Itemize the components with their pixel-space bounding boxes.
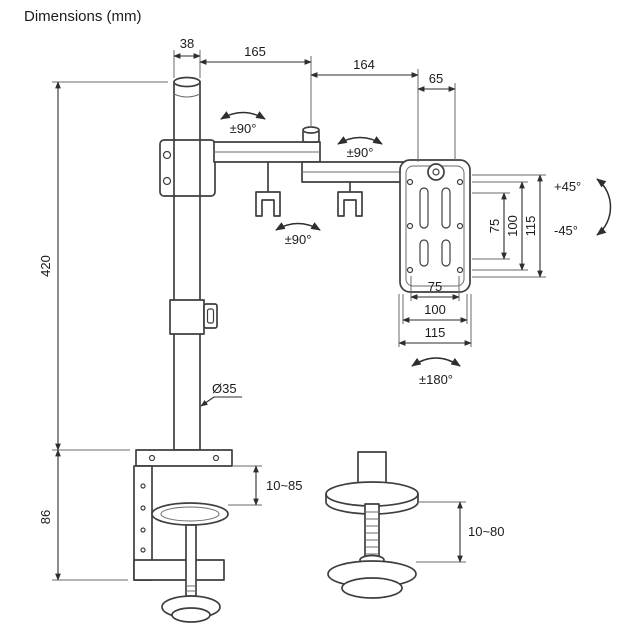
tilt-down-label: -45° (554, 223, 578, 238)
vesa-h75-label: 75 (428, 279, 442, 294)
clamp-pad (151, 502, 229, 526)
dim-pole-width-label: 38 (180, 36, 194, 51)
pole-column (159, 76, 218, 451)
tilt-up-label: +45° (554, 179, 581, 194)
pole-bracket (159, 139, 216, 197)
grommet-mount (325, 451, 419, 599)
cable-clip-front (255, 191, 281, 217)
grommet-flange (325, 481, 419, 507)
dim-clamp-range-label: 10~85 (266, 478, 303, 493)
dim-grommet-range-label: 10~80 (468, 524, 505, 539)
vesa-plate (399, 159, 471, 293)
vesa-h115-label: 115 (425, 325, 446, 340)
clamp-screw (185, 524, 197, 601)
dim-clamp-height-label: 86 (38, 510, 53, 524)
cable-clip-rear (337, 191, 363, 217)
dimension-annotations: 38 165 164 65 420 86 10~85 10~80 (38, 36, 612, 581)
pole-swivel-label: ±90° (230, 121, 257, 136)
tilt-arrow-icon (596, 178, 612, 236)
dim-pole-height-label: 420 (38, 255, 53, 277)
plate-rotation-arrow-icon (411, 357, 461, 367)
elbow-swivel-arrow-icon (275, 222, 321, 231)
elbow-swivel-label: ±90° (285, 232, 312, 247)
desk-clamp (133, 449, 233, 623)
dim-arm-front-label: 165 (244, 44, 266, 59)
vesa-h100-label: 100 (424, 302, 446, 317)
pole-swivel-arrow-icon (220, 111, 266, 120)
arm-assembly (213, 126, 431, 217)
vesa-v75-label: 75 (487, 219, 502, 233)
dim-head-offset-label: 65 (429, 71, 443, 86)
clamp-top-plate (135, 449, 233, 467)
plate-rotation-label: ±180° (419, 372, 453, 387)
dim-arm-rear-label: 164 (353, 57, 375, 72)
dim-pole-diameter-label: Ø35 (212, 381, 237, 396)
arm-swivel-arrow-icon (337, 136, 383, 145)
pole-collar (169, 299, 205, 335)
arm-swivel-label: ±90° (347, 145, 374, 160)
diagram-title: Dimensions (mm) (24, 8, 142, 25)
vesa-v115-label: 115 (523, 216, 538, 237)
vesa-v100-label: 100 (505, 215, 520, 237)
clamp-bottom-arm (133, 559, 225, 581)
